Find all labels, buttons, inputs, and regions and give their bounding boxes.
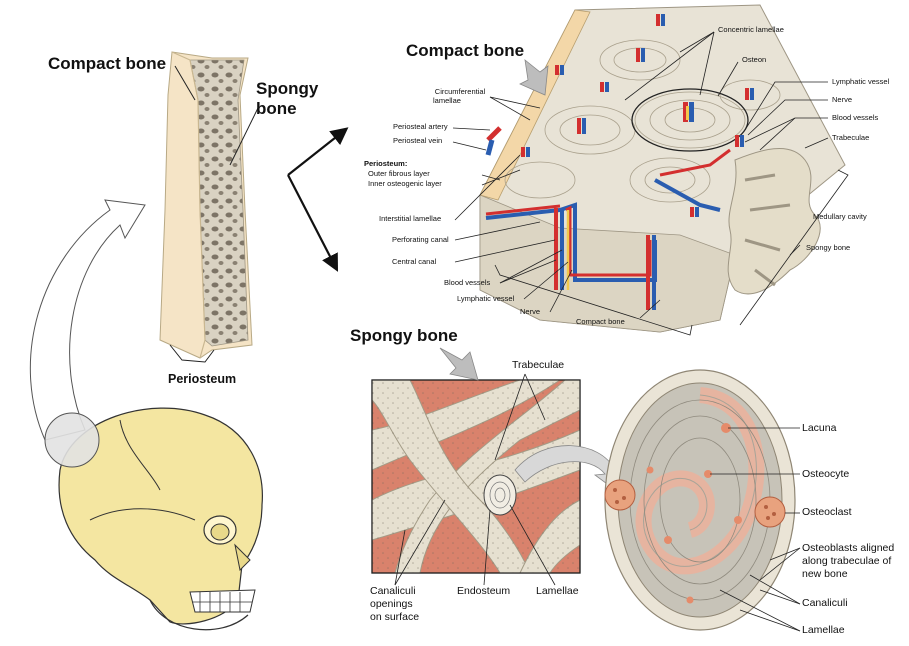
label-nerve-bottom: Nerve xyxy=(520,308,540,316)
label-central-canal: Central canal xyxy=(392,258,436,266)
label-osteocyte: Osteocyte xyxy=(802,469,849,481)
title-spongy-bone: Spongy bone xyxy=(350,327,458,346)
label-blood-vessels-bottom: Blood vessels xyxy=(444,279,490,287)
label-periosteal-artery: Periosteal artery xyxy=(393,123,448,131)
label-canaliculi-openings-3: on surface xyxy=(370,612,419,624)
label-canaliculi-openings-2: openings xyxy=(370,599,413,611)
label-osteoblasts-3: new bone xyxy=(802,569,848,581)
label-spongy-bone-left-2: bone xyxy=(256,100,297,119)
label-spongy-bone-compact: Spongy bone xyxy=(806,244,850,252)
label-medullary-cavity: Medullary cavity xyxy=(813,213,867,221)
label-trabeculae-spongy: Trabeculae xyxy=(512,360,564,372)
label-endosteum: Endosteum xyxy=(457,586,510,598)
skull-illustration xyxy=(45,408,262,630)
label-concentric-lamellae: Concentric lamellae xyxy=(718,26,784,34)
bone-slice xyxy=(160,52,252,358)
label-periosteum-head: Periosteum: xyxy=(364,160,407,168)
label-interstitial-lamellae: Interstitial lamellae xyxy=(379,215,441,223)
arrow-to-spongy xyxy=(288,175,336,268)
label-periosteum-left: Periosteum xyxy=(168,373,236,387)
label-canaliculi-openings-1: Canaliculi xyxy=(370,586,416,598)
grey-pointer-spongy xyxy=(440,348,478,380)
trabecula-cross-section xyxy=(605,370,795,630)
arrow-to-compact xyxy=(288,130,345,175)
label-lamellae-detail: Lamellae xyxy=(802,625,845,637)
osteoclast-right xyxy=(755,497,785,527)
label-blood-vessels-top: Blood vessels xyxy=(832,114,878,122)
label-osteoclast: Osteoclast xyxy=(802,507,852,519)
grey-pointer-compact xyxy=(520,60,548,95)
label-osteon: Osteon xyxy=(742,56,766,64)
osteoclast-left xyxy=(605,480,635,510)
label-circumferential-1: Circumferential xyxy=(425,88,495,96)
label-compact-bone-bottom: Compact bone xyxy=(576,318,625,326)
label-inner-osteogenic-layer: Inner osteogenic layer xyxy=(368,180,442,188)
title-compact-bone: Compact bone xyxy=(406,42,524,61)
label-lymphatic-vessel-top: Lymphatic vessel xyxy=(832,78,889,86)
label-circumferential-2: lamellae xyxy=(433,97,461,105)
label-lymphatic-vessel-bottom: Lymphatic vessel xyxy=(457,295,514,303)
label-outer-fibrous-layer: Outer fibrous layer xyxy=(368,170,430,178)
label-nerve-top: Nerve xyxy=(832,96,852,104)
label-lacuna: Lacuna xyxy=(802,423,836,435)
label-spongy-bone-left-1: Spongy xyxy=(256,80,318,99)
compact-bone-block xyxy=(480,5,845,332)
label-periosteal-vein: Periosteal vein xyxy=(393,137,442,145)
label-perforating-canal: Perforating canal xyxy=(392,236,449,244)
label-canaliculi-detail: Canaliculi xyxy=(802,598,848,610)
label-compact-bone-left: Compact bone xyxy=(48,55,166,74)
magnify-circle xyxy=(45,413,99,467)
label-osteoblasts-1: Osteoblasts aligned xyxy=(802,543,894,555)
label-trabeculae-compact: Trabeculae xyxy=(832,134,869,142)
label-lamellae-spongy: Lamellae xyxy=(536,586,579,598)
label-osteoblasts-2: along trabeculae of xyxy=(802,556,891,568)
skull-to-slice-arrow xyxy=(30,200,145,440)
